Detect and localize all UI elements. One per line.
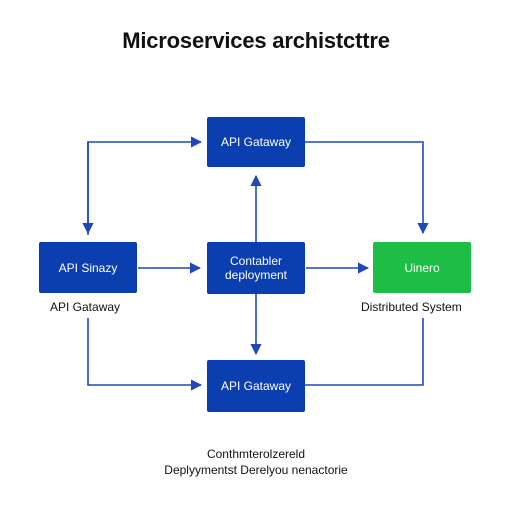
node-right-label: Uinero xyxy=(404,260,440,275)
footer-line-1: Conthmterolzereld xyxy=(206,447,306,461)
footer-line-2: Deplyymentst Derelyou nenactorie xyxy=(164,463,348,477)
edge-left-to-top xyxy=(87,136,203,235)
caption-right: Distributed System xyxy=(361,300,462,314)
footer-text: Conthmterolzereld Deplyymentst Derelyou … xyxy=(0,446,512,478)
node-center-label: Contabler deployment xyxy=(224,254,288,282)
node-right-service: Uinero xyxy=(373,242,471,293)
node-bottom-api-gateway: API Gataway xyxy=(207,360,305,412)
caption-left: API Gataway xyxy=(50,300,121,314)
node-left-api: API Sinazy xyxy=(39,242,137,293)
node-left-label: API Sinazy xyxy=(58,260,118,275)
node-top-label: API Gataway xyxy=(220,135,292,149)
edge-left-to-bottom xyxy=(87,318,203,391)
edge-right-to-bottom xyxy=(305,318,424,386)
edge-top-to-right xyxy=(305,141,429,235)
node-center-container-deployment: Contabler deployment xyxy=(207,242,305,294)
node-bottom-label: API Gataway xyxy=(220,379,292,393)
node-top-api-gateway: API Gataway xyxy=(207,117,305,167)
diagram-title: Microservices archistcttre xyxy=(122,28,390,53)
